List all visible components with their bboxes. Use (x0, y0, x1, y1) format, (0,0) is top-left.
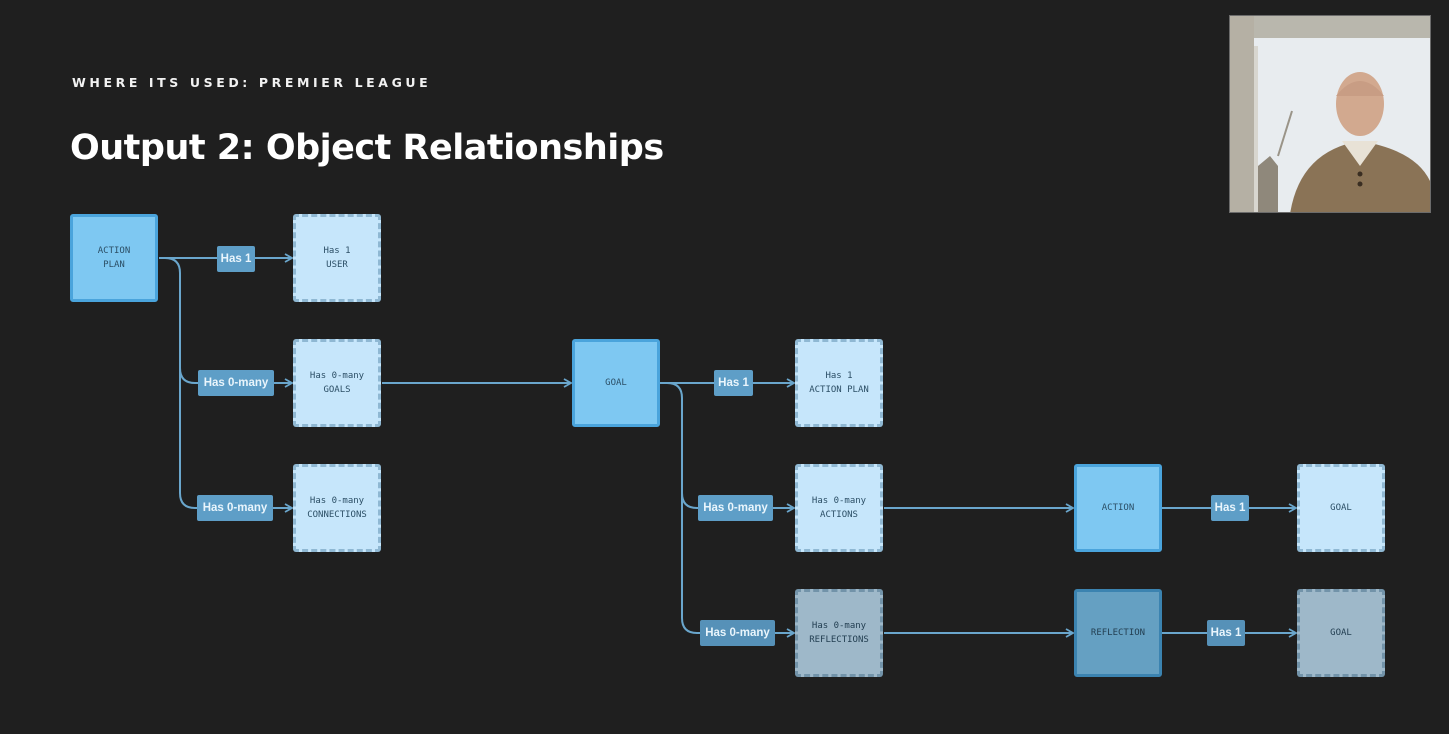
edge-line-ap-connections (179, 368, 294, 513)
node-label: USER (326, 260, 348, 270)
edge-label-goal-ap: Has 1 (714, 370, 753, 396)
node-label: GOAL (1330, 503, 1352, 513)
node-label: PLAN (103, 260, 125, 270)
node-user: Has 1 USER (293, 214, 381, 302)
presenter-video-frame (1230, 16, 1430, 212)
node-reflections: Has 0-many REFLECTIONS (795, 589, 883, 677)
edge-line-goal-actions (660, 382, 796, 513)
node-label: Has 0-many (811, 621, 867, 631)
node-label: ACTION PLAN (809, 385, 869, 395)
slide-title: Output 2: Object Relationships (70, 128, 664, 168)
node-reflection: REFLECTION (1074, 589, 1162, 677)
node-label: REFLECTION (1090, 628, 1146, 638)
node-label: Has 1 (825, 371, 853, 381)
edge-label-ap-goals: Has 0-many (198, 370, 274, 396)
node-label: ACTION (97, 246, 131, 256)
node-label: GOAL (1330, 628, 1352, 638)
node-goal: GOAL (572, 339, 660, 427)
node-label: CONNECTIONS (307, 510, 367, 520)
node-label: Has 0-many (309, 496, 365, 506)
node-label: Has 0-many (811, 496, 867, 506)
node-action-goal: GOAL (1297, 464, 1385, 552)
node-connections: Has 0-many CONNECTIONS (293, 464, 381, 552)
node-label: ACTIONS (820, 510, 858, 520)
node-label: ACTION (1101, 503, 1135, 513)
node-goals: Has 0-many GOALS (293, 339, 381, 427)
edge-label-goal-reflections: Has 0-many (700, 620, 775, 646)
node-actions: Has 0-many ACTIONS (795, 464, 883, 552)
section-eyebrow: WHERE ITS USED: PREMIER LEAGUE (72, 75, 432, 90)
node-reflection-goal: GOAL (1297, 589, 1385, 677)
edge-label-ap-user: Has 1 (217, 246, 255, 272)
edge-label-goal-actions: Has 0-many (698, 495, 773, 521)
node-label: Has 1 (323, 246, 351, 256)
node-action-plan: ACTION PLAN (70, 214, 158, 302)
edge-label-ap-connections: Has 0-many (197, 495, 273, 521)
node-action: ACTION (1074, 464, 1162, 552)
edge-line-ap-goals (159, 257, 294, 388)
node-label: GOALS (323, 385, 351, 395)
presenter-webcam (1229, 15, 1431, 213)
node-goal-action-plan: Has 1 ACTION PLAN (795, 339, 883, 427)
edge-line-goal-reflections (681, 493, 796, 638)
node-label: Has 0-many (309, 371, 365, 381)
edge-label-action-goal: Has 1 (1211, 495, 1249, 521)
edge-label-reflection-goal: Has 1 (1207, 620, 1245, 646)
node-label: REFLECTIONS (809, 635, 869, 645)
node-label: GOAL (605, 378, 627, 388)
